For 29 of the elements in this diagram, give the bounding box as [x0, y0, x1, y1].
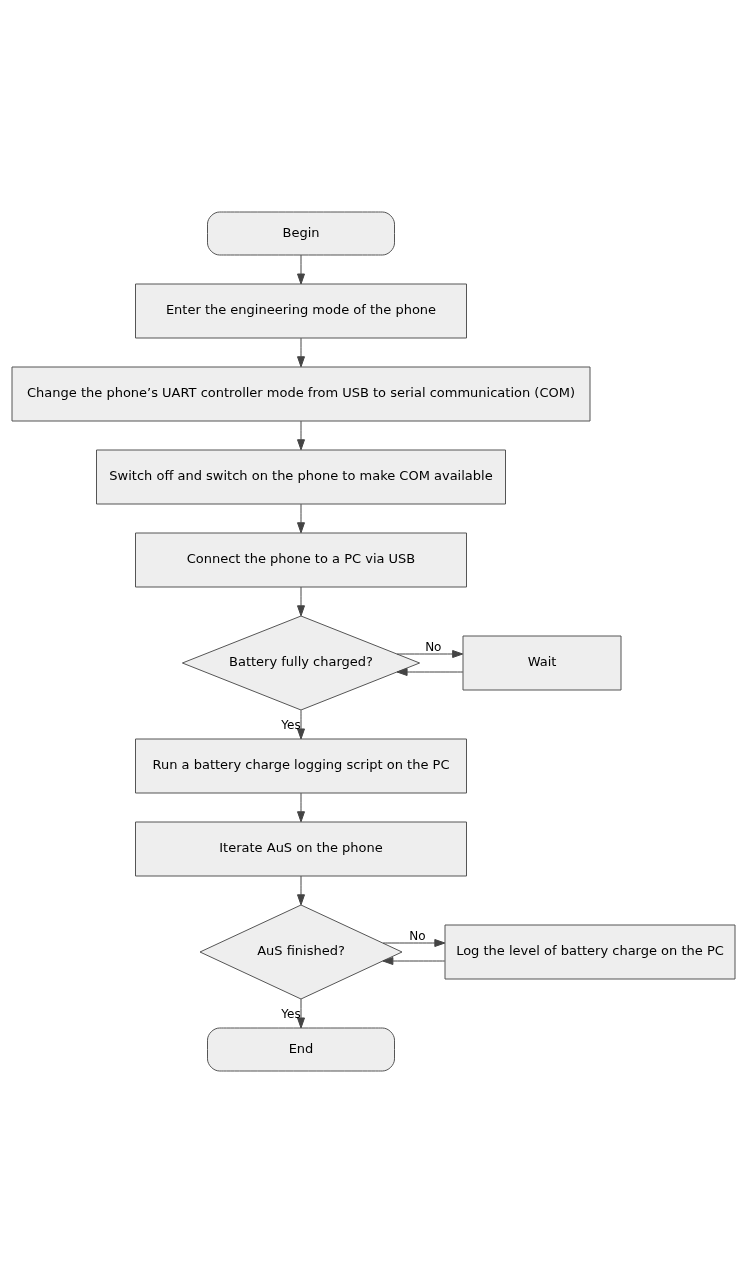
node-box: Log the level of battery charge on the PC	[444, 924, 736, 980]
arrow	[297, 254, 305, 285]
arrow	[396, 668, 464, 676]
edge-label: No	[425, 639, 442, 654]
arrow	[382, 939, 446, 947]
node-box: Run a battery charge logging script on the PC	[135, 738, 467, 794]
node-box: Change the phone’s UART controller mode from USB to serial communication (COM)	[11, 366, 591, 422]
arrow	[297, 586, 305, 617]
arrow	[297, 503, 305, 534]
arrow	[297, 875, 305, 906]
node-box: Iterate AuS on the phone	[135, 821, 467, 877]
edge-label: Yes	[281, 1007, 301, 1022]
arrow	[297, 998, 305, 1029]
arrow	[382, 957, 446, 965]
edge-label: No	[409, 928, 426, 943]
arrow	[297, 337, 305, 368]
node-box: Connect the phone to a PC via USB	[135, 532, 467, 588]
node-diamond: AuS finished?	[199, 904, 403, 1000]
arrow	[396, 650, 464, 658]
node-box: Begin	[207, 211, 395, 256]
node-diamond: Battery fully charged?	[181, 615, 421, 711]
edge-label: Yes	[281, 718, 301, 733]
node-box: Switch off and switch on the phone to make COM available	[96, 449, 506, 505]
arrow	[297, 709, 305, 740]
arrow	[297, 792, 305, 823]
node-box: End	[207, 1027, 395, 1072]
node-box: Wait	[462, 635, 622, 691]
node-box: Enter the engineering mode of the phone	[135, 283, 467, 339]
arrow	[297, 420, 305, 451]
